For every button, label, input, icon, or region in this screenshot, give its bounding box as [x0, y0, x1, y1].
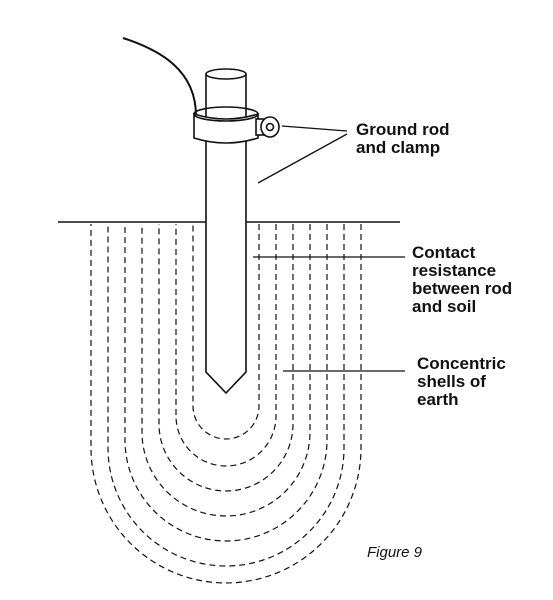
- label-line: and clamp: [356, 138, 441, 157]
- ground-rod: [205, 68, 247, 395]
- label-line: Contact: [412, 243, 476, 262]
- earth-shell-6: [175, 224, 277, 467]
- clamp-screw-hole: [265, 122, 275, 132]
- label-line: between rod: [412, 279, 513, 298]
- figure-caption: Figure 9: [367, 544, 423, 561]
- label-concentric-shells: Concentric shells of earth: [417, 355, 506, 409]
- label-line: and soil: [412, 297, 477, 316]
- rod-clamp: [193, 106, 280, 144]
- earth-shell-1: [90, 224, 362, 584]
- label-line: resistance: [412, 261, 497, 280]
- earth-shell-2: [107, 224, 345, 567]
- earth-shells: [90, 224, 362, 584]
- leader-clamp: [281, 125, 348, 132]
- label-line: Ground rod: [356, 120, 450, 139]
- clamp-band-top: [193, 106, 259, 122]
- earth-shell-7: [192, 224, 260, 440]
- label-contact-resistance: Contact resistance between rod and soil: [412, 244, 512, 316]
- leader-lines: [253, 125, 405, 372]
- leader-rod: [257, 133, 348, 184]
- rod-shaft: [205, 74, 247, 395]
- label-line: earth: [417, 390, 459, 409]
- label-ground-rod: Ground rod and clamp: [356, 121, 449, 157]
- earth-shell-4: [141, 224, 311, 517]
- rod-top: [205, 68, 247, 80]
- label-line: Concentric: [417, 354, 506, 373]
- ground-cable: [122, 37, 197, 117]
- clamp-band: [193, 112, 259, 144]
- label-line: shells of: [417, 372, 486, 391]
- earth-shell-3: [124, 224, 328, 542]
- earth-shell-5: [158, 224, 294, 492]
